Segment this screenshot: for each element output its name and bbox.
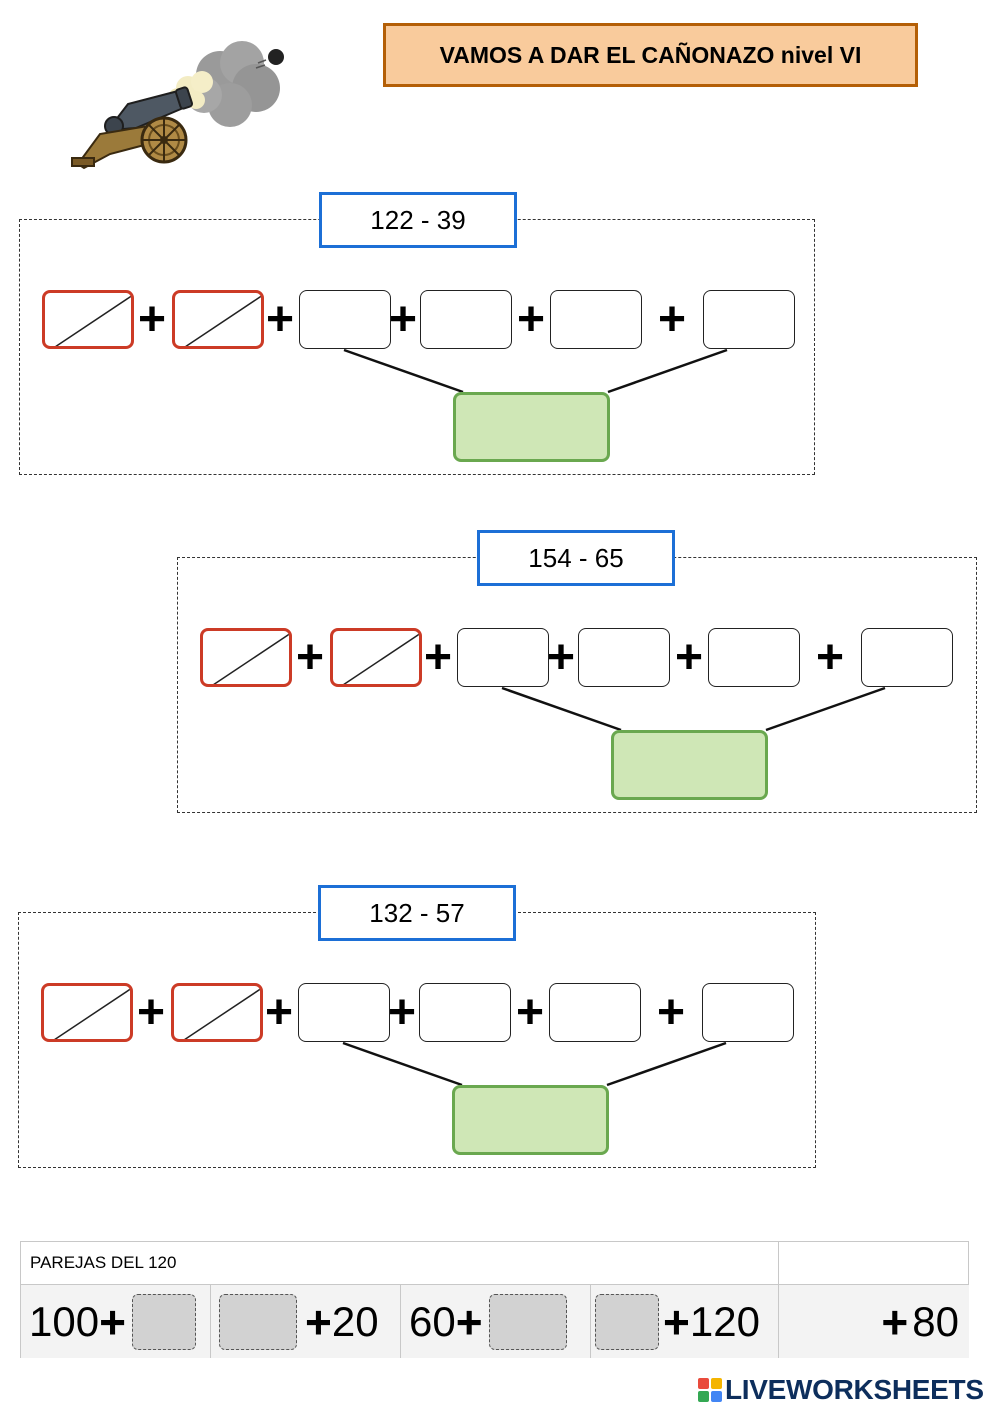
pair-plus: + [881,1295,909,1348]
pair-plus: + [305,1295,332,1348]
pair-answer-box[interactable] [488,1293,567,1350]
cannonball [268,49,284,65]
pair-number: 80 [912,1297,959,1345]
pairs-header: PAREJAS DEL 120 [21,1242,779,1285]
worksheet-title: VAMOS A DAR EL CAÑONAZO nivel VI [383,23,918,87]
plus-sign: + [657,293,687,346]
answer-box-2[interactable] [419,983,511,1042]
answer-box-2[interactable] [420,290,512,349]
plus-sign: + [265,293,295,346]
subtraction-expression: 122 - 39 [319,192,517,248]
plus-sign: + [264,986,294,1039]
subtraction-expression: 132 - 57 [318,885,516,941]
result-box[interactable] [453,392,610,462]
exercise-section-1: 122 - 39 + + + + + [19,192,819,492]
liveworksheets-logo-icon [698,1378,722,1402]
plus-sign: + [674,631,704,684]
plus-sign: + [423,631,453,684]
subtraction-expression: 154 - 65 [477,530,675,586]
pairs-row: 100 + + 20 60 + + 120 + 80 [21,1285,969,1358]
pair-plus: + [663,1295,690,1348]
crossed-box-2 [171,983,263,1042]
plus-sign: + [515,986,545,1039]
answer-box-3[interactable] [550,290,642,349]
exercise-section-3: 132 - 57 + + + + + [18,885,818,1185]
crossed-box-2 [330,628,422,687]
cannon-wheel [140,116,188,164]
answer-box-4[interactable] [861,628,953,687]
liveworksheets-brand: LIVEWORKSHEETS [725,1374,984,1405]
plus-sign: + [815,631,845,684]
answer-box-3[interactable] [708,628,800,687]
answer-box-3[interactable] [549,983,641,1042]
smoke-cloud [168,41,280,127]
pair-answer-box[interactable] [131,1293,196,1350]
pair-cell-5: + 80 [779,1285,969,1358]
answer-box-4[interactable] [703,290,795,349]
pair-cell-4: + 120 [591,1285,779,1358]
pairs-table: PAREJAS DEL 120 100 + + 20 60 + + 120 + … [20,1241,969,1358]
plus-sign: + [295,631,325,684]
crossed-box-1 [42,290,134,349]
plus-sign: + [656,986,686,1039]
pair-number: 100 [29,1297,100,1345]
answer-box-2[interactable] [578,628,670,687]
liveworksheets-logo[interactable]: LIVEWORKSHEETS [697,1373,984,1407]
answer-box-1[interactable] [299,290,391,349]
plus-sign: + [516,293,546,346]
exercise-section-2: 154 - 65 + + + + + [177,530,977,830]
pairs-header-empty [779,1242,969,1285]
plus-sign: + [136,986,166,1039]
pair-number: 60 [409,1297,456,1345]
crossed-box-1 [200,628,292,687]
answer-box-4[interactable] [702,983,794,1042]
crossed-box-2 [172,290,264,349]
pair-cell-2: + 20 [211,1285,401,1358]
pair-answer-box[interactable] [595,1293,659,1350]
result-box[interactable] [452,1085,609,1155]
pair-plus: + [99,1295,126,1348]
plus-sign: + [137,293,167,346]
cannon-illustration [71,41,284,170]
pair-cell-3: 60 + [401,1285,591,1358]
pair-cell-1: 100 + [21,1285,211,1358]
plus-sign: + [387,986,417,1039]
pair-answer-box[interactable] [219,1293,297,1350]
plus-sign: + [388,293,418,346]
pair-plus: + [455,1295,483,1348]
pair-number: 20 [331,1297,379,1345]
crossed-box-1 [41,983,133,1042]
plus-sign: + [546,631,576,684]
result-box[interactable] [611,730,768,800]
pair-number: 120 [689,1297,760,1345]
answer-box-1[interactable] [298,983,390,1042]
answer-box-1[interactable] [457,628,549,687]
